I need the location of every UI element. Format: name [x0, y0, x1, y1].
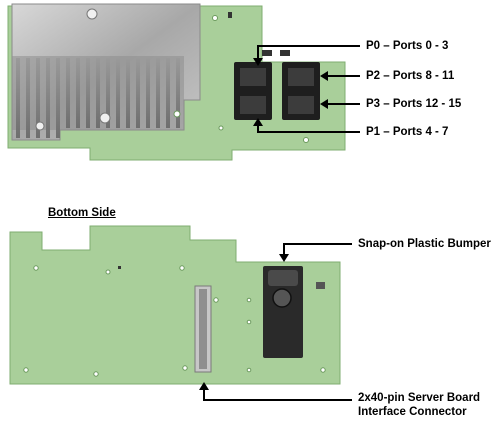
heatsink-screw	[86, 8, 98, 20]
mounting-hole	[246, 297, 252, 303]
callout-connector	[199, 382, 352, 401]
heatsink-fin	[146, 58, 150, 128]
heatsink-fin	[16, 58, 20, 138]
mounting-hole	[179, 265, 185, 271]
heatsink-fin	[126, 58, 130, 128]
mounting-hole	[303, 137, 309, 143]
heatsink-fin	[66, 58, 70, 128]
heatsink-fin	[166, 58, 170, 128]
heatsink	[11, 3, 201, 141]
port-connector-p0	[234, 62, 272, 120]
bottom-board	[9, 225, 352, 401]
mounting-hole	[246, 367, 252, 373]
mounting-hole	[33, 265, 39, 271]
heatsink-fin	[86, 58, 90, 128]
label-p3: P3 – Ports 12 - 15	[366, 98, 462, 110]
heatsink-fin	[136, 58, 140, 128]
port-connector-p2	[282, 62, 320, 120]
mounting-hole	[173, 110, 181, 118]
label-p2: P2 – Ports 8 - 11	[366, 70, 455, 82]
callout-p1	[253, 118, 360, 133]
heatsink-fin	[56, 58, 60, 138]
heatsink-fin	[116, 58, 120, 128]
server-board-interface-connector	[194, 285, 212, 373]
callout-p0	[253, 45, 360, 66]
bottom-pcb	[9, 225, 341, 385]
callout-p2	[320, 71, 360, 81]
mounting-hole	[182, 365, 188, 371]
mounting-hole	[105, 269, 111, 275]
heatsink-fin	[26, 58, 30, 138]
heatsink-fin	[156, 58, 160, 128]
label-connector-line1: 2x40-pin Server Board	[358, 392, 481, 404]
label-connector-line2: Interface Connector	[358, 406, 467, 418]
heatsink-fin	[36, 58, 40, 138]
mounting-hole	[213, 297, 219, 303]
top-board	[7, 3, 360, 161]
callout-p3	[320, 99, 360, 109]
heatsink-fin	[76, 58, 80, 128]
label-p1: P1 – Ports 4 - 7	[366, 126, 449, 138]
mounting-hole	[23, 367, 29, 373]
heatsink-screw	[35, 121, 45, 131]
label-p0: P0 – Ports 0 - 3	[366, 40, 449, 52]
mounting-hole	[218, 125, 224, 131]
label-bumper: Snap-on Plastic Bumper	[358, 238, 491, 250]
small-chip	[316, 282, 325, 289]
mounting-hole	[320, 367, 326, 373]
heatsink-fin	[46, 58, 50, 138]
mounting-hole	[93, 371, 99, 377]
heatsink-screw	[99, 112, 111, 124]
heatsink-fin	[176, 58, 180, 128]
mounting-hole	[212, 15, 218, 21]
bottom-side-heading: Bottom Side	[48, 207, 116, 219]
heatsink-fin	[96, 58, 100, 128]
snap-on-plastic-bumper	[263, 266, 303, 358]
heatsink-fin	[106, 58, 110, 128]
mounting-hole	[246, 319, 252, 325]
callout-bumper	[279, 243, 352, 262]
